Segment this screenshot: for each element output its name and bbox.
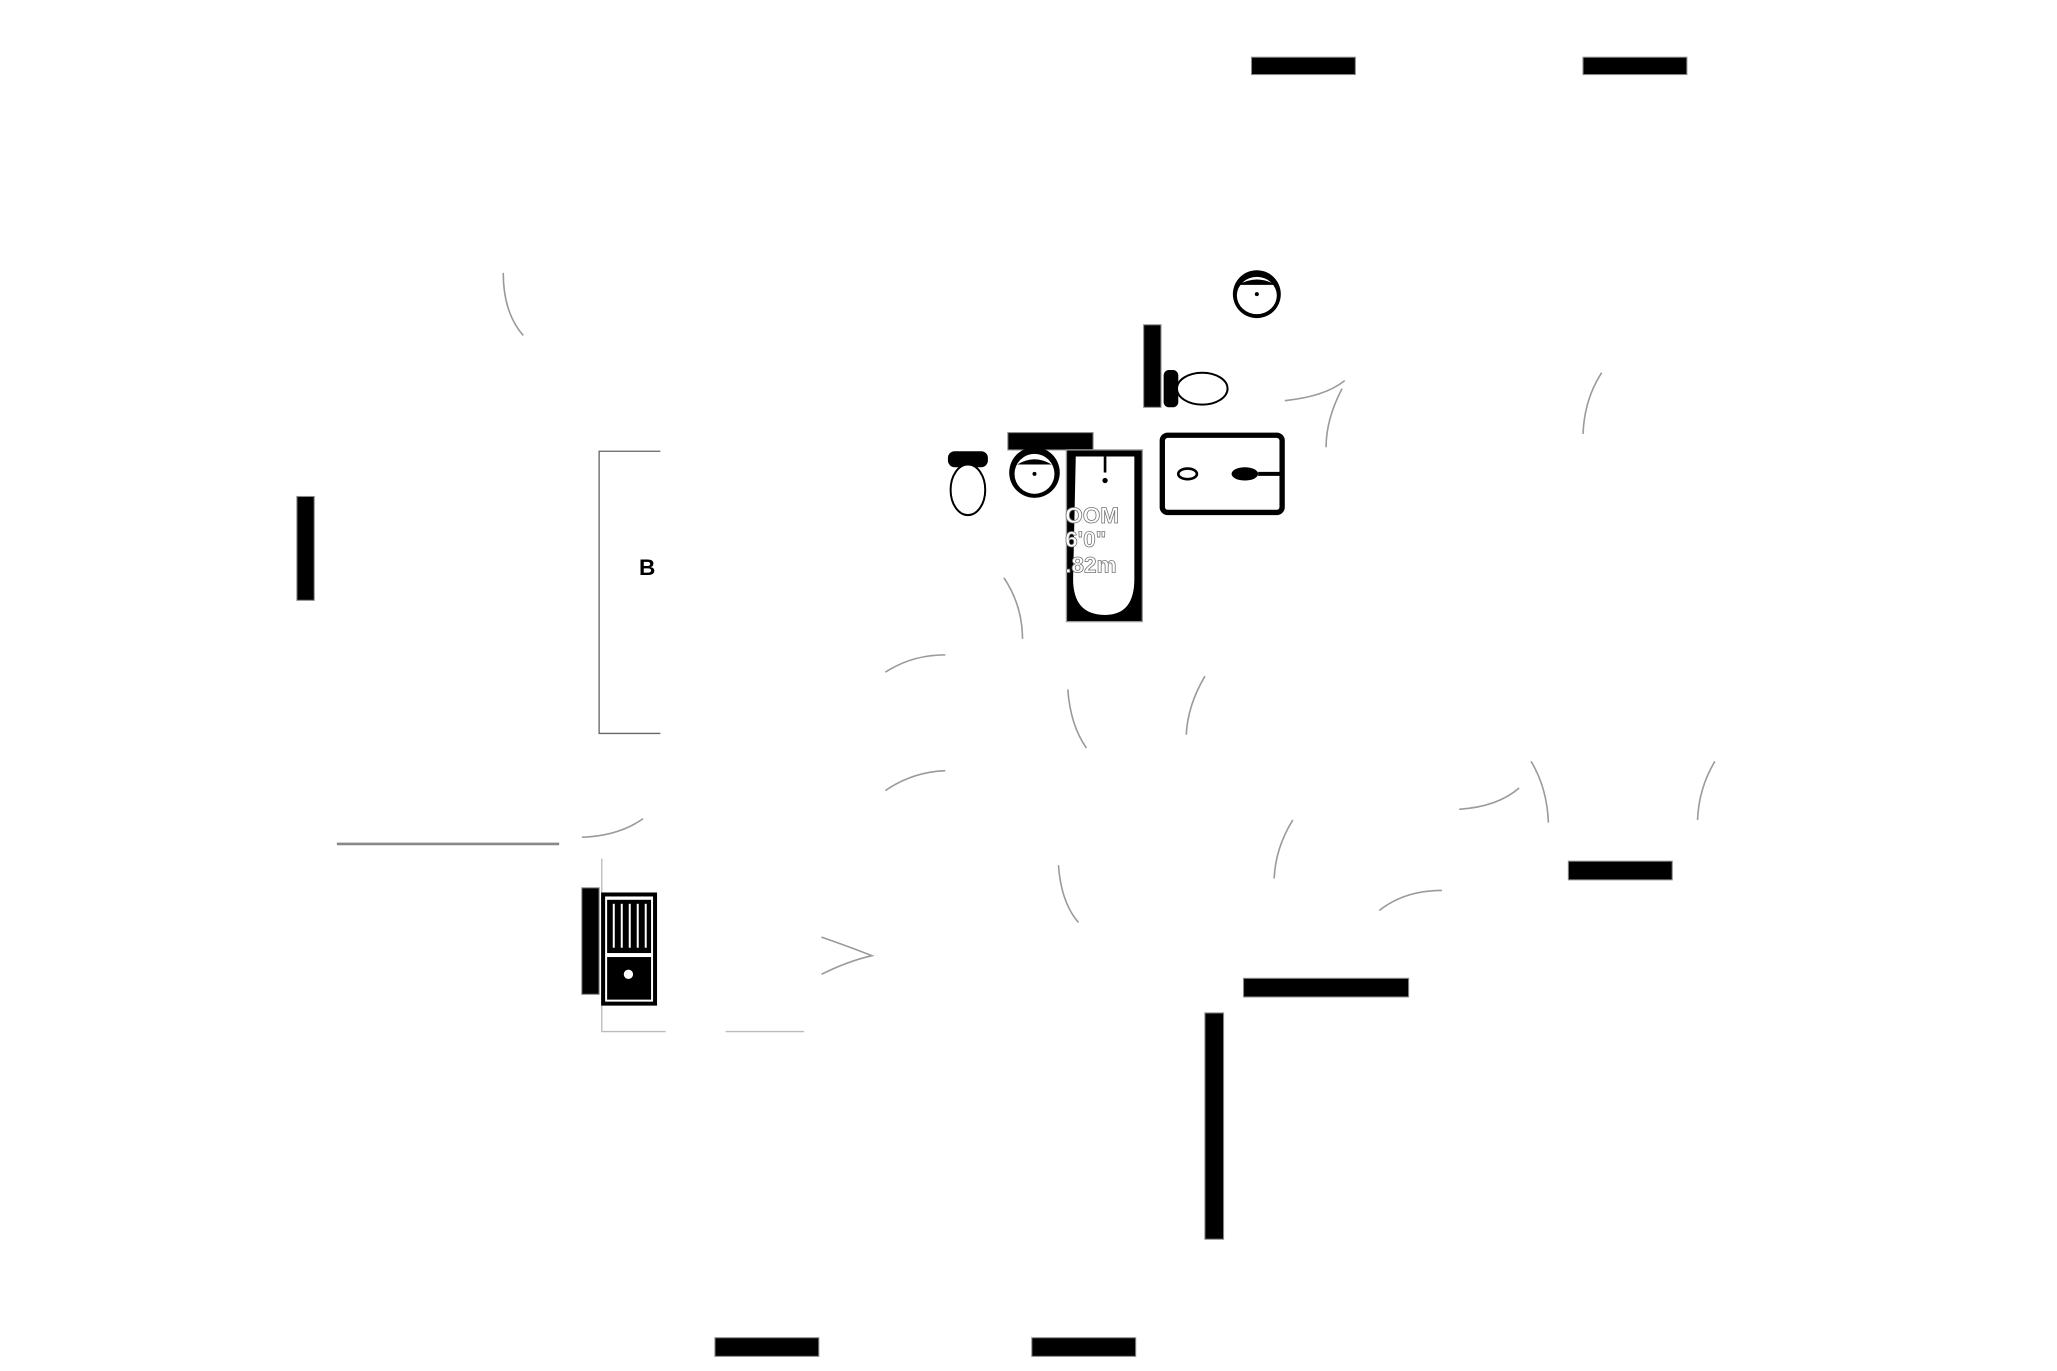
wall-segment xyxy=(1567,860,1673,881)
sink-top xyxy=(1232,270,1281,319)
room-dimension-imperial: 6'0" xyxy=(1065,527,1106,552)
shower-tray xyxy=(1159,432,1285,516)
room-dimension-metric: .82m xyxy=(1065,552,1117,577)
wall-segment xyxy=(1007,432,1094,451)
door-swing xyxy=(1459,787,1520,811)
door-swing xyxy=(1066,689,1088,749)
door-swings xyxy=(502,272,1716,976)
wall-segment xyxy=(1143,324,1162,408)
door-swing xyxy=(1273,819,1294,879)
door-swing xyxy=(884,654,946,673)
door-swing xyxy=(1582,372,1603,434)
wall-segment xyxy=(581,887,600,995)
door-swing xyxy=(1185,675,1206,735)
sink-left xyxy=(1009,447,1060,498)
door-swing xyxy=(1378,889,1442,912)
door-swing xyxy=(502,272,524,336)
closet-outline xyxy=(598,450,661,735)
wall-segment xyxy=(1242,977,1410,998)
door-swing xyxy=(1530,760,1550,823)
room-label: OOM xyxy=(1065,503,1119,528)
door-swing xyxy=(1696,760,1716,820)
kitchen-sink xyxy=(601,892,658,1006)
wall-segment xyxy=(1582,56,1688,76)
wall-segment xyxy=(1204,1012,1225,1240)
door-swing xyxy=(1284,380,1346,402)
door-swing xyxy=(1325,388,1343,448)
wall-segment xyxy=(1031,1337,1137,1357)
toilet-left xyxy=(947,451,988,517)
door-swing xyxy=(884,769,946,792)
bathtub xyxy=(1065,449,1143,623)
door-swing xyxy=(581,817,644,839)
wall-segment xyxy=(714,1337,820,1357)
toilet-top xyxy=(1163,370,1229,408)
wall-segments xyxy=(296,56,1688,1357)
closet-label: B xyxy=(639,555,655,580)
wall-segment xyxy=(296,495,315,601)
door-swing xyxy=(1003,577,1024,639)
door-swing xyxy=(1057,865,1080,923)
wall-segment xyxy=(1250,56,1356,76)
door-swing xyxy=(821,936,875,976)
